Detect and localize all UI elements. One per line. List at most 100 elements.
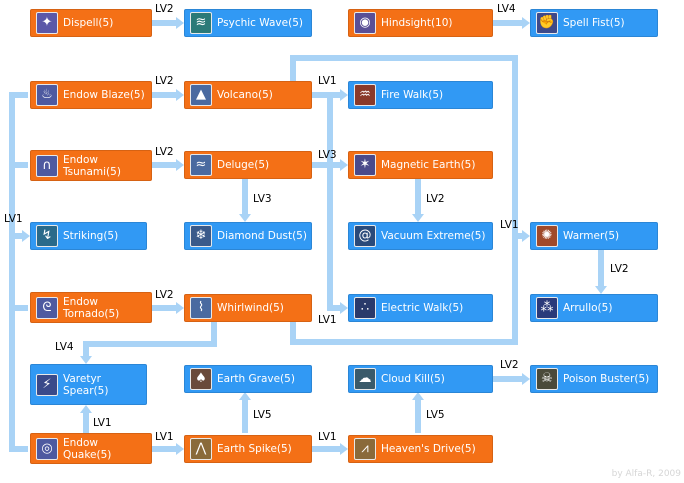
edge-vertical-330 — [327, 95, 340, 311]
skill-label: Endow Tsunami(5) — [63, 153, 121, 178]
whirlwind-icon: ⌇ — [190, 297, 212, 319]
skill-label: Diamond Dust(5) — [217, 230, 307, 242]
skill-striking[interactable]: ↯ Striking(5) — [30, 222, 147, 250]
endow-blaze-icon: ♨ — [36, 84, 58, 106]
poison-buster-icon: ☠ — [536, 368, 558, 390]
skill-label: Dispell(5) — [63, 17, 114, 29]
edge-label-heavens-cloud: LV5 — [426, 409, 445, 421]
arrow-magnetic — [340, 159, 348, 171]
skill-dispell[interactable]: ✦ Dispell(5) — [30, 9, 152, 37]
skill-label: Electric Walk(5) — [381, 302, 464, 314]
spell-fist-icon: ✊ — [536, 12, 558, 34]
skill-label: Poison Buster(5) — [563, 373, 650, 385]
edge-label-tsunami-deluge: LV2 — [155, 146, 174, 158]
earth-spike-icon: ⋀ — [190, 438, 212, 460]
psychic-wave-icon: ≋ — [190, 12, 212, 34]
edge-label-tornado-whirlwind: LV2 — [155, 289, 174, 301]
heavens-drive-icon: ⩘ — [354, 438, 376, 460]
arrow-spellfist — [522, 17, 530, 29]
skill-whirlwind[interactable]: ⌇ Whirlwind(5) — [184, 294, 312, 322]
skill-magnetic-earth[interactable]: ✶ Magnetic Earth(5) — [348, 151, 493, 179]
arrow-firewalk — [340, 89, 348, 101]
arrow-cloud — [412, 392, 424, 400]
edge-label-quake-spike: LV1 — [155, 431, 174, 443]
endow-tsunami-icon: ∩ — [36, 154, 58, 177]
electric-walk-icon: ∴ — [354, 297, 376, 319]
skill-label: Psychic Wave(5) — [217, 17, 303, 29]
skill-warmer[interactable]: ✺ Warmer(5) — [530, 222, 658, 250]
skill-fire-walk[interactable]: ♒ Fire Walk(5) — [348, 81, 493, 109]
skill-label: Arrullo(5) — [563, 302, 613, 314]
arrow-deluge — [176, 159, 184, 171]
skill-endow-tornado[interactable]: ᘓ Endow Tornado(5) — [30, 292, 152, 323]
edge-label-magnetic-vacuum: LV2 — [426, 193, 445, 205]
arrow-electric — [340, 302, 348, 314]
skill-label: Whirlwind(5) — [217, 302, 284, 314]
edge-label-whirlwind-varetyr: LV4 — [55, 341, 74, 353]
varetyr-spear-icon: ⚡ — [36, 373, 58, 396]
edge-volcano-warmer-loop — [290, 55, 518, 345]
skill-label: Hindsight(10) — [381, 17, 453, 29]
skill-electric-walk[interactable]: ∴ Electric Walk(5) — [348, 294, 493, 322]
dispell-icon: ✦ — [36, 12, 58, 34]
arrow-varetyr-bottom — [80, 405, 92, 413]
skill-label: Vacuum Extreme(5) — [381, 230, 486, 242]
skill-label: Varetyr Spear(5) — [63, 372, 109, 397]
magnetic-earth-icon: ✶ — [354, 154, 376, 176]
arrow-striking — [22, 230, 30, 242]
skill-poison-buster[interactable]: ☠ Poison Buster(5) — [530, 365, 658, 393]
skill-cloud-kill[interactable]: ☁ Cloud Kill(5) — [348, 365, 493, 393]
skill-spell-fist[interactable]: ✊ Spell Fist(5) — [530, 9, 658, 37]
edge-whirlwind-varetyr — [83, 322, 217, 356]
fire-walk-icon: ♒ — [354, 84, 376, 106]
arrow-arrullo — [595, 286, 607, 294]
edge-label-quake-varetyr: LV1 — [93, 417, 112, 429]
hindsight-icon: ◉ — [354, 12, 376, 34]
earth-grave-icon: ♠ — [190, 368, 212, 390]
arrow-poison — [522, 373, 530, 385]
skill-vacuum-extreme[interactable]: @ Vacuum Extreme(5) — [348, 222, 493, 250]
skill-label: Volcano(5) — [217, 89, 273, 101]
skill-arrullo[interactable]: ⁂ Arrullo(5) — [530, 294, 658, 322]
skill-label: Striking(5) — [63, 230, 119, 242]
arrow-varetyr-top — [80, 356, 92, 364]
arrow-heavens — [340, 443, 348, 455]
edge-label-blaze-volcano: LV2 — [155, 75, 174, 87]
edge-label-endow-striking: LV1 — [4, 213, 23, 225]
skill-hindsight[interactable]: ◉ Hindsight(10) — [348, 9, 493, 37]
skill-volcano[interactable]: ▲ Volcano(5) — [184, 81, 312, 109]
striking-icon: ↯ — [36, 225, 58, 247]
author-credit: by Alfa-R, 2009 — [611, 469, 681, 479]
edge-label-hindsight-spellfist: LV4 — [497, 3, 516, 15]
warmer-icon: ✺ — [536, 225, 558, 247]
skill-label: Heaven's Drive(5) — [381, 443, 476, 455]
skill-label: Earth Spike(5) — [217, 443, 292, 455]
skill-label: Deluge(5) — [217, 159, 270, 171]
skill-label: Fire Walk(5) — [381, 89, 444, 101]
skill-earth-grave[interactable]: ♠ Earth Grave(5) — [184, 365, 312, 393]
skill-endow-quake[interactable]: ◎ Endow Quake(5) — [30, 433, 152, 464]
vacuum-extreme-icon: @ — [354, 225, 376, 247]
endow-tornado-icon: ᘓ — [36, 296, 58, 319]
diamond-dust-icon: ❄ — [190, 225, 212, 247]
arrow-psychic — [176, 17, 184, 29]
endow-quake-icon: ◎ — [36, 437, 58, 460]
skill-endow-blaze[interactable]: ♨ Endow Blaze(5) — [30, 81, 152, 109]
skill-varetyr-spear[interactable]: ⚡ Varetyr Spear(5) — [30, 364, 147, 405]
skill-label: Magnetic Earth(5) — [381, 159, 476, 171]
skill-psychic-wave[interactable]: ≋ Psychic Wave(5) — [184, 9, 312, 37]
skill-deluge[interactable]: ≈ Deluge(5) — [184, 151, 312, 179]
edge-label-deluge-diamond: LV3 — [253, 193, 272, 205]
skill-diamond-dust[interactable]: ❄ Diamond Dust(5) — [184, 222, 312, 250]
skill-earth-spike[interactable]: ⋀ Earth Spike(5) — [184, 435, 312, 463]
edge-label-warmer-arrullo: LV2 — [610, 263, 629, 275]
cloud-kill-icon: ☁ — [354, 368, 376, 390]
skill-heavens-drive[interactable]: ⩘ Heaven's Drive(5) — [348, 435, 493, 463]
skill-endow-tsunami[interactable]: ∩ Endow Tsunami(5) — [30, 150, 152, 181]
arrow-vacuum — [412, 214, 424, 222]
arrow-whirlwind — [176, 302, 184, 314]
edge-label-deluge-magnetic: LV3 — [318, 149, 337, 161]
edge-label-warmer-req: LV1 — [500, 219, 519, 231]
arrow-diamond — [239, 214, 251, 222]
